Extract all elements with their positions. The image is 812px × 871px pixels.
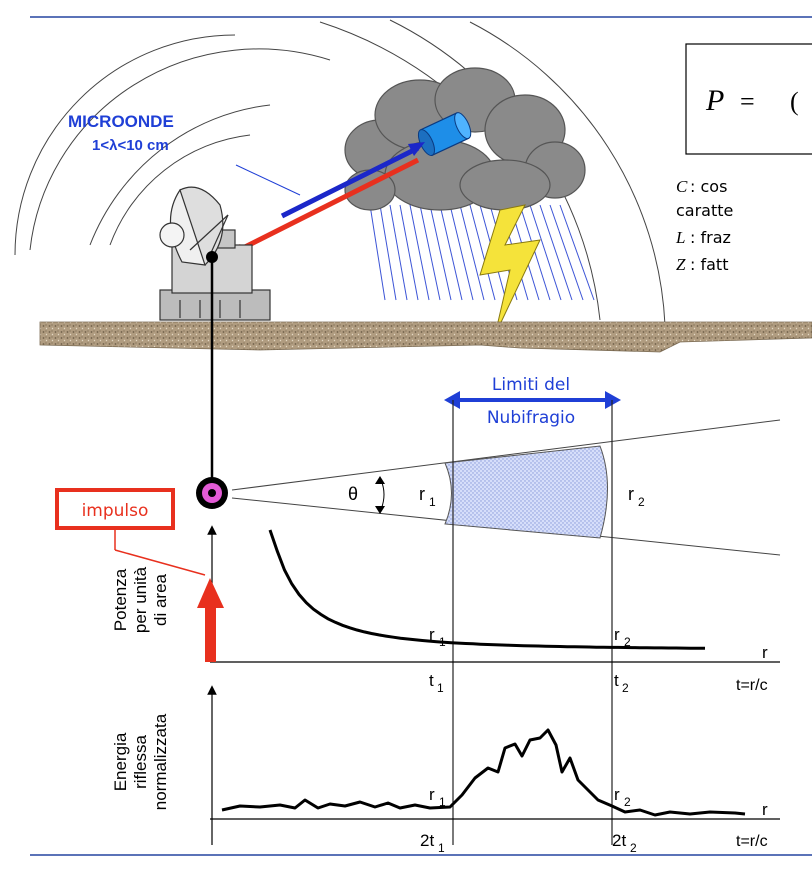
limits-arrow-left [444, 391, 460, 409]
theta-label: θ [348, 484, 358, 504]
storm-volume [444, 445, 608, 539]
cone-r1: r [419, 484, 425, 504]
beam-outgoing [280, 145, 420, 219]
legend-z-sym: Z [676, 255, 686, 274]
lightning-icon [479, 204, 541, 336]
energy-t2-sub: 2 [630, 841, 637, 855]
formula-lhs: P [705, 84, 724, 117]
rain-lines [369, 204, 595, 301]
microonde-label: MICROONDE [68, 112, 174, 131]
power-ylabel-line3: di area [151, 573, 170, 626]
pulse-head [197, 578, 224, 608]
energy-t1-sub: 1 [438, 841, 445, 855]
limits-arrow-right [605, 391, 621, 409]
power-t1: t [429, 671, 434, 690]
legend-c-sym: C [676, 177, 688, 196]
beam-return [233, 157, 420, 255]
lambda-range-label: 1<λ<10 cm [92, 137, 169, 154]
limits-label-line2: Nubifragio [487, 408, 575, 428]
power-ylabel-line1: Potenza [111, 568, 130, 631]
power-r1-sub: 1 [439, 635, 446, 649]
legend-c-text: : cos [690, 177, 727, 196]
power-axis-r: r [762, 643, 768, 662]
energy-r2-sub: 2 [624, 795, 631, 809]
cone-r2: r [628, 484, 634, 504]
formula-eq: = [740, 87, 755, 116]
theta-arrow-top [375, 476, 385, 484]
power-curve [268, 529, 706, 650]
power-r2-sub: 2 [624, 635, 631, 649]
power-r2: r [614, 625, 620, 644]
legend-l-sym: L [675, 228, 685, 247]
legend-l-text: : fraz [690, 228, 731, 247]
radar-source-center [208, 489, 216, 497]
formula-rest: ( [790, 87, 799, 116]
target-cylinder-icon [417, 112, 472, 157]
limits-label-line1: Limiti del [492, 375, 570, 395]
energy-t2: 2t [612, 831, 626, 850]
power-t2-sub: 2 [622, 681, 629, 695]
power-t1-sub: 1 [437, 681, 444, 695]
theta-arrow-bottom [375, 506, 385, 514]
energy-axis-t: t=r/c [736, 833, 768, 850]
legend-z-text: : fatt [690, 255, 728, 274]
energy-ylabel: Energia riflessa normalizzata [111, 713, 170, 810]
energy-t1: 2t [420, 831, 434, 850]
energy-axis-r: r [762, 800, 768, 819]
energy-r2: r [614, 785, 620, 804]
energy-r1: r [429, 785, 435, 804]
formula-box [685, 43, 812, 155]
energy-ylabel-line3: normalizzata [151, 713, 170, 810]
microonde-leader [235, 164, 301, 196]
power-r1: r [429, 625, 435, 644]
power-t2: t [614, 671, 619, 690]
pulse-bar [205, 605, 216, 662]
cone-upper [231, 419, 781, 491]
power-axis-t: t=r/c [736, 677, 768, 694]
power-ylabel-line2: per unità [131, 566, 150, 633]
energy-curve [221, 728, 746, 817]
energy-ylabel-line1: Energia [111, 732, 130, 791]
energy-ylabel-line2: riflessa [131, 735, 150, 789]
legend-c-text2: caratte [676, 201, 733, 220]
cone-r1-sub: 1 [429, 495, 436, 509]
energy-r1-sub: 1 [439, 795, 446, 809]
impulso-label: impulso [82, 501, 149, 521]
beam-outgoing-head [408, 142, 425, 156]
power-ylabel: Potenza per unità di area [111, 566, 170, 633]
cone-r2-sub: 2 [638, 495, 645, 509]
impulso-leader [114, 549, 206, 576]
ground-strip [39, 321, 812, 353]
